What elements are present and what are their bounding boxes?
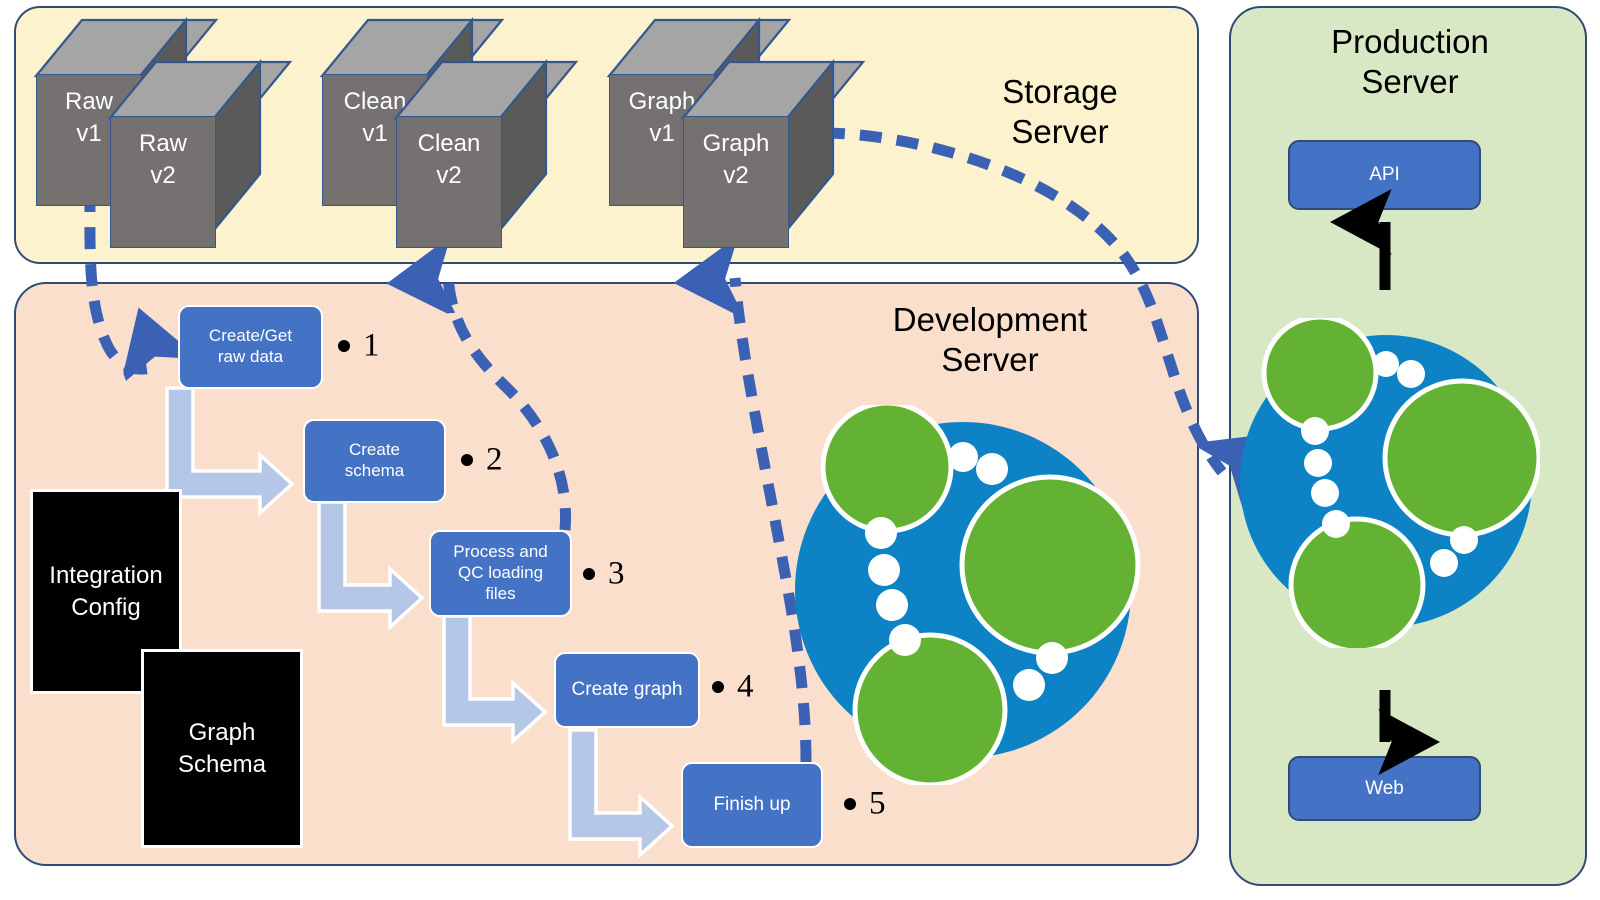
neo4j-database-icon-production <box>1240 318 1540 648</box>
development-server-title: Development Server <box>892 301 1088 379</box>
web-box[interactable]: Web <box>1288 756 1481 821</box>
process-step-finish-up[interactable]: Finish up <box>681 762 823 848</box>
storage-server-title: Storage Server <box>1002 73 1118 151</box>
step-number-5: 5 <box>844 785 886 823</box>
step-bullet-4 <box>712 681 724 694</box>
step-bullet-2 <box>461 454 473 467</box>
step-label-5: 5 <box>869 785 886 822</box>
step-bullet-5 <box>844 798 856 811</box>
cube-clean-v2-side <box>500 58 548 232</box>
step-number-2: 2 <box>461 441 503 479</box>
process-step-create-schema[interactable]: Create schema <box>303 419 446 503</box>
neo4j-database-icon-development <box>795 405 1141 785</box>
step-label-4: 4 <box>737 668 754 705</box>
step-bullet-1 <box>338 340 350 353</box>
cube-graph-v2-front <box>683 116 789 248</box>
cube-raw-v2-side <box>214 58 262 232</box>
process-step-create-graph[interactable]: Create graph <box>554 652 700 728</box>
cube-graph-v2-label: Graph v2 <box>702 130 770 189</box>
api-box[interactable]: API <box>1288 140 1481 210</box>
process-step-process-qc-loading-files[interactable]: Process and QC loading files <box>429 530 572 617</box>
step-label-3: 3 <box>608 555 625 592</box>
production-server-title: Production Server <box>1331 23 1489 101</box>
cube-graph-v2-side <box>787 58 835 232</box>
cube-clean-v1-label: Clean v1 <box>343 88 407 147</box>
graph-schema-box: Graph Schema <box>141 649 303 848</box>
step-label-2: 2 <box>486 441 503 478</box>
cube-raw-v1-label: Raw v1 <box>64 88 113 147</box>
step-number-4: 4 <box>712 668 754 706</box>
cube-graph-v1-label: Graph v1 <box>628 88 696 147</box>
step-number-3: 3 <box>583 555 625 593</box>
step-label-1: 1 <box>363 327 380 364</box>
step-bullet-3 <box>583 568 595 581</box>
step-number-1: 1 <box>338 327 380 365</box>
process-step-create-get-raw-data[interactable]: Create/Get raw data <box>178 305 323 389</box>
cube-raw-v2-label: Raw v2 <box>138 130 187 189</box>
cube-clean-v2-label: Clean v2 <box>417 130 481 189</box>
